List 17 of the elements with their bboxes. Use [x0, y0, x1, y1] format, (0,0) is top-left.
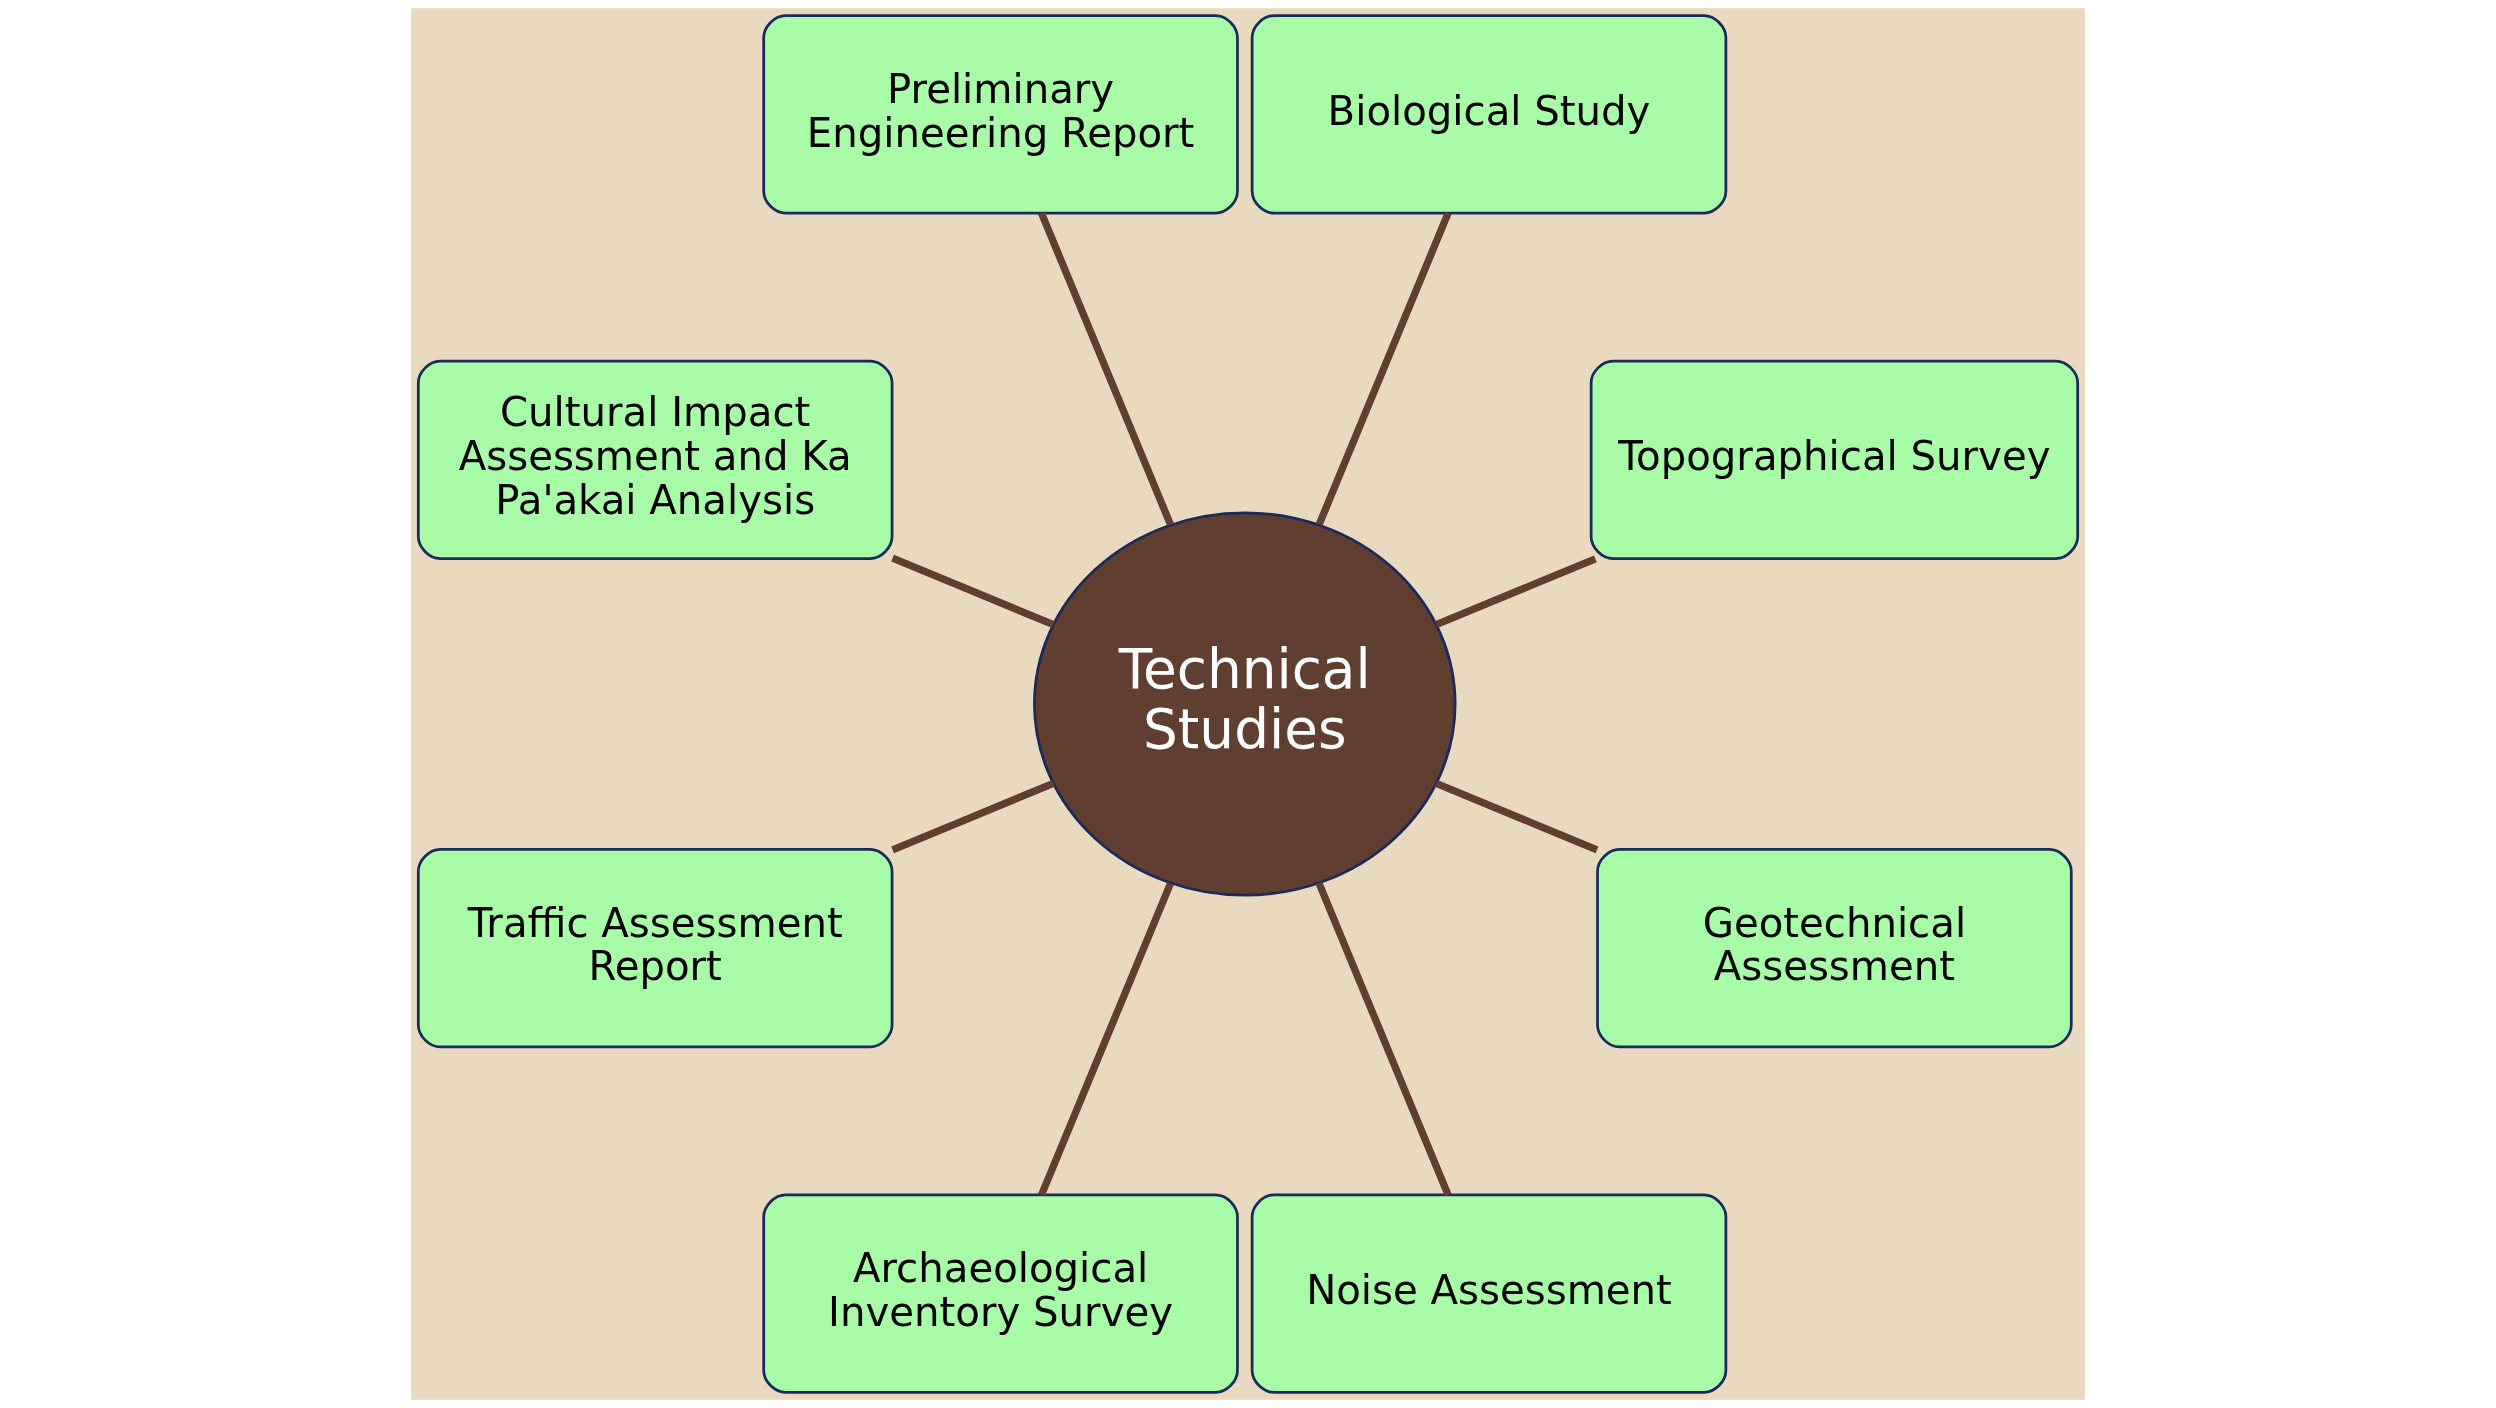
connector	[891, 779, 1055, 854]
node-box: Archaeological Inventory Survey	[762, 1193, 1239, 1394]
node-box: Traffic Assessment Report	[416, 848, 894, 1049]
node-box: Topographical Survey	[1589, 359, 2080, 560]
node-box: Geotechnical Assessment	[1596, 848, 2073, 1049]
node-box: Cultural Impact Assessment and Ka Pa'akai Analysis	[416, 359, 894, 560]
connector	[1038, 881, 1174, 1197]
connector	[1315, 881, 1452, 1197]
node-circle: Technical Studies	[1033, 511, 1457, 897]
connector	[1434, 779, 1599, 854]
node-box: Preliminary Engineering Report	[762, 14, 1239, 215]
node-box: Biological Study	[1250, 14, 1728, 215]
connector	[1315, 211, 1452, 527]
connector	[891, 554, 1055, 629]
node-box: Noise Assessment	[1250, 1193, 1728, 1394]
connector	[1434, 555, 1597, 629]
connector	[1038, 211, 1174, 527]
